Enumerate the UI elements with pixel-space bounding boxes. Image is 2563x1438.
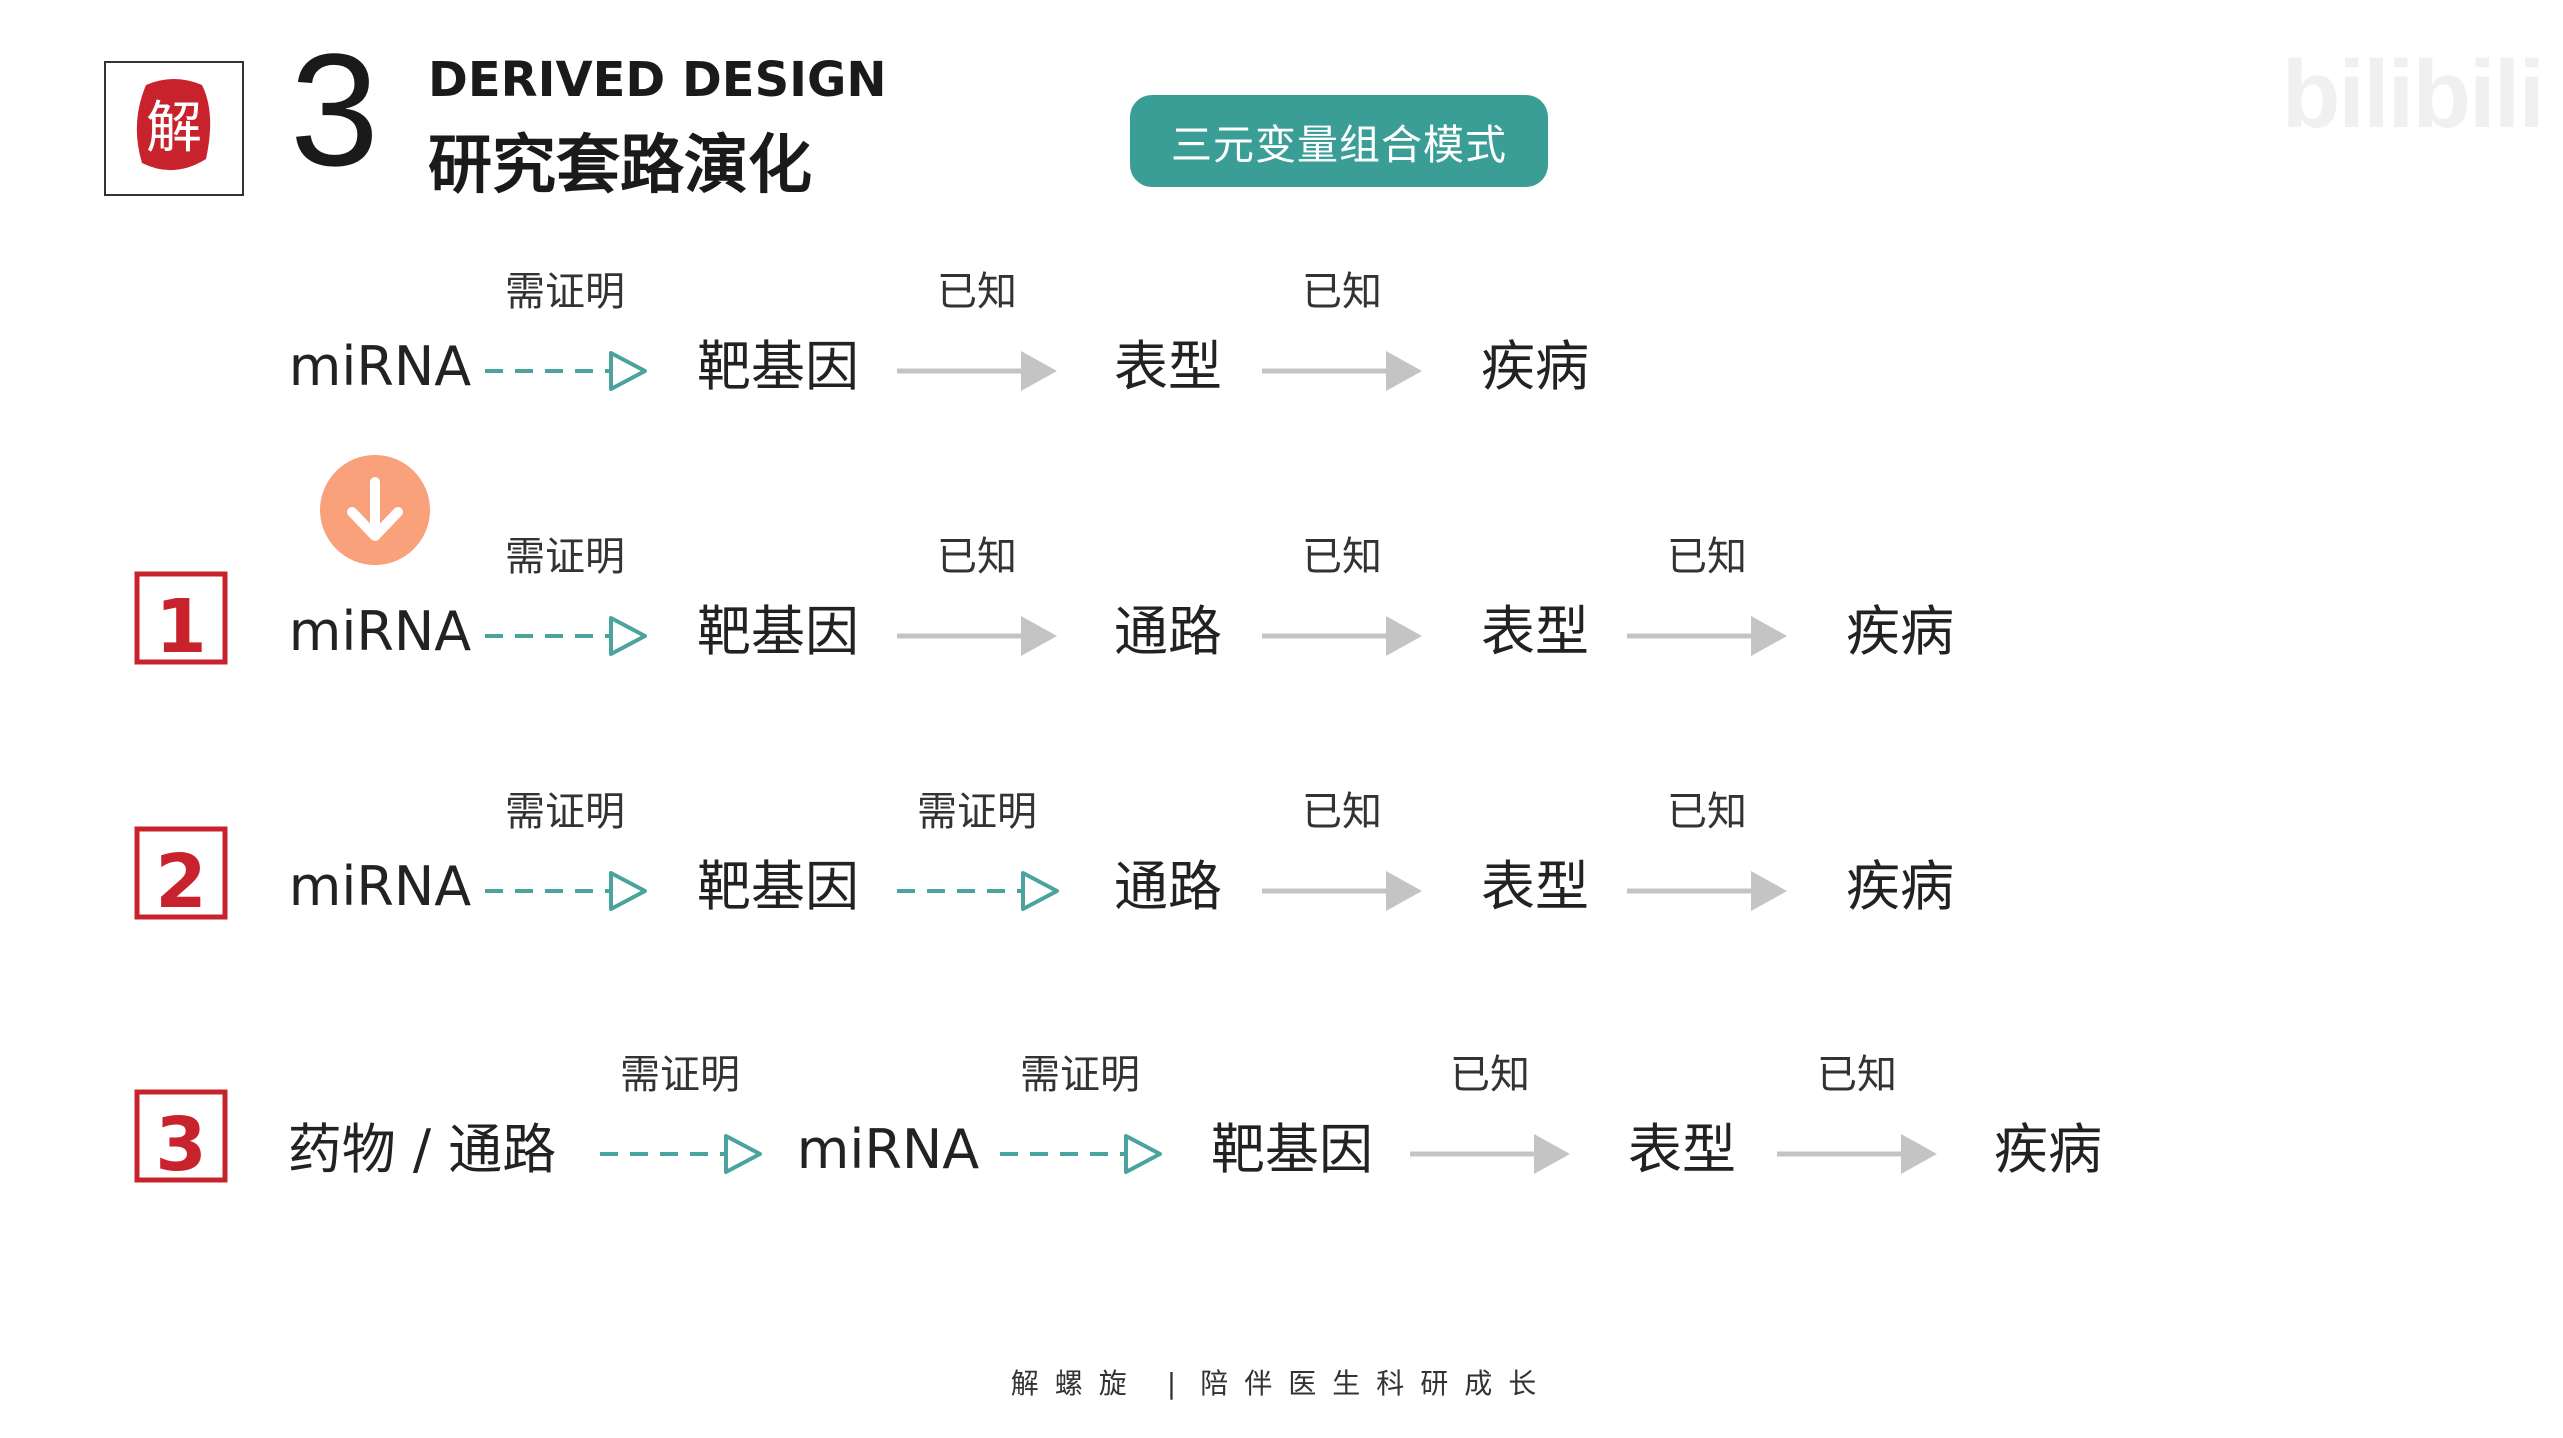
pathway-node: miRNA <box>289 855 472 918</box>
footer-slogan: 陪伴医生科研成长 <box>1200 1367 1553 1400</box>
footer-brand: 解螺旋 <box>1010 1367 1143 1400</box>
edge-label: 需证明 <box>505 789 625 835</box>
row-number: 2 <box>155 839 207 925</box>
pathway-node: 靶基因 <box>1211 1118 1373 1181</box>
pathway-node: 表型 <box>1481 855 1589 918</box>
solid-arrowhead-icon <box>1386 871 1422 911</box>
logo-seal: 解 <box>104 61 244 196</box>
solid-arrowhead-icon <box>1386 351 1422 391</box>
footer: 解螺旋 | 陪伴医生科研成长 <box>0 1362 2563 1402</box>
pathway-node: 靶基因 <box>697 855 859 918</box>
pathway-node: 靶基因 <box>697 335 859 398</box>
pathway-node: 表型 <box>1628 1118 1736 1181</box>
edge-label: 需证明 <box>505 269 625 315</box>
row-number: 3 <box>155 1102 207 1188</box>
solid-arrowhead-icon <box>1386 616 1422 656</box>
pathway-node: 表型 <box>1481 600 1589 663</box>
edge-label: 已知 <box>1450 1052 1530 1098</box>
hollow-arrowhead-icon <box>1021 871 1059 911</box>
header-title-zh: 研究套路演化 <box>428 129 812 203</box>
footer-separator: | <box>1166 1367 1177 1400</box>
pathway-node: 药物 / 通路 <box>288 1118 557 1181</box>
pathway-node: 疾病 <box>1481 335 1589 398</box>
row-number-box <box>134 826 228 920</box>
arrow-down-icon-head <box>347 507 403 541</box>
header-title-en: DERIVED DESIGN <box>428 52 887 108</box>
pathway-node: 疾病 <box>1846 600 1954 663</box>
solid-arrowhead-icon <box>1534 1134 1570 1174</box>
hollow-arrowhead-icon <box>724 1134 762 1174</box>
pattern-badge: 三元变量组合模式 <box>1130 95 1548 187</box>
row-number: 1 <box>155 584 207 670</box>
row-number-box <box>134 571 228 665</box>
edge-label: 需证明 <box>620 1052 740 1098</box>
edge-label: 已知 <box>1302 789 1382 835</box>
edge-label: 已知 <box>1817 1052 1897 1098</box>
pathway-node: 通路 <box>1114 600 1222 663</box>
edge-label: 已知 <box>937 534 1017 580</box>
seal-icon <box>136 79 211 171</box>
hollow-arrowhead-icon <box>609 616 647 656</box>
solid-arrowhead-icon <box>1751 616 1787 656</box>
solid-arrowhead-icon <box>1751 871 1787 911</box>
hollow-arrowhead-icon <box>609 871 647 911</box>
pathway-node: 靶基因 <box>697 600 859 663</box>
edge-label: 已知 <box>1302 269 1382 315</box>
section-number: 3 <box>290 20 379 199</box>
edge-label: 需证明 <box>505 534 625 580</box>
edge-label: 需证明 <box>917 789 1037 835</box>
pathway-node: 通路 <box>1114 855 1222 918</box>
edge-label: 已知 <box>1302 534 1382 580</box>
pathway-node: miRNA <box>289 335 472 398</box>
solid-arrowhead-icon <box>1901 1134 1937 1174</box>
seal-char: 解 <box>146 96 202 161</box>
pathway-node: miRNA <box>797 1118 980 1181</box>
pathway-node: 疾病 <box>1994 1118 2102 1181</box>
row-number-box <box>134 1089 228 1183</box>
edge-label: 已知 <box>937 269 1017 315</box>
pathway-node: 疾病 <box>1846 855 1954 918</box>
hollow-arrowhead-icon <box>1124 1134 1162 1174</box>
edge-label: 已知 <box>1667 789 1747 835</box>
solid-arrowhead-icon <box>1021 351 1057 391</box>
bilibili-watermark: bilibili <box>2281 41 2545 148</box>
hollow-arrowhead-icon <box>609 351 647 391</box>
pathway-node: miRNA <box>289 600 472 663</box>
edge-label: 已知 <box>1667 534 1747 580</box>
edge-label: 需证明 <box>1020 1052 1140 1098</box>
solid-arrowhead-icon <box>1021 616 1057 656</box>
pathway-node: 表型 <box>1114 335 1222 398</box>
